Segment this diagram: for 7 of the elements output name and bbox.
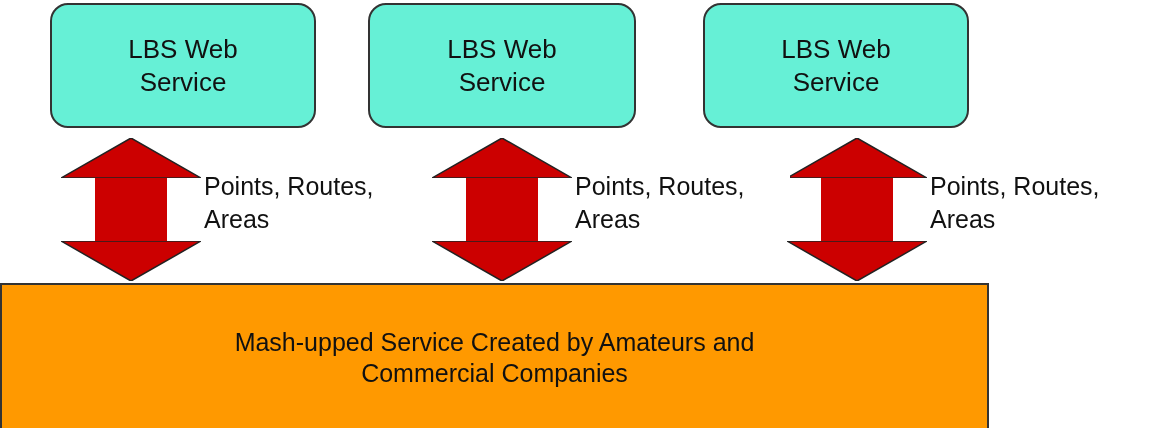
service-box: LBS Web Service <box>368 3 636 128</box>
double-arrow <box>431 137 573 282</box>
service-box: LBS Web Service <box>50 3 316 128</box>
service-box: LBS Web Service <box>703 3 969 128</box>
mashup-box: Mash-upped Service Created by Amateurs and Commercial Companies <box>0 283 989 428</box>
double-arrow <box>60 137 202 282</box>
double-arrow <box>786 137 928 282</box>
